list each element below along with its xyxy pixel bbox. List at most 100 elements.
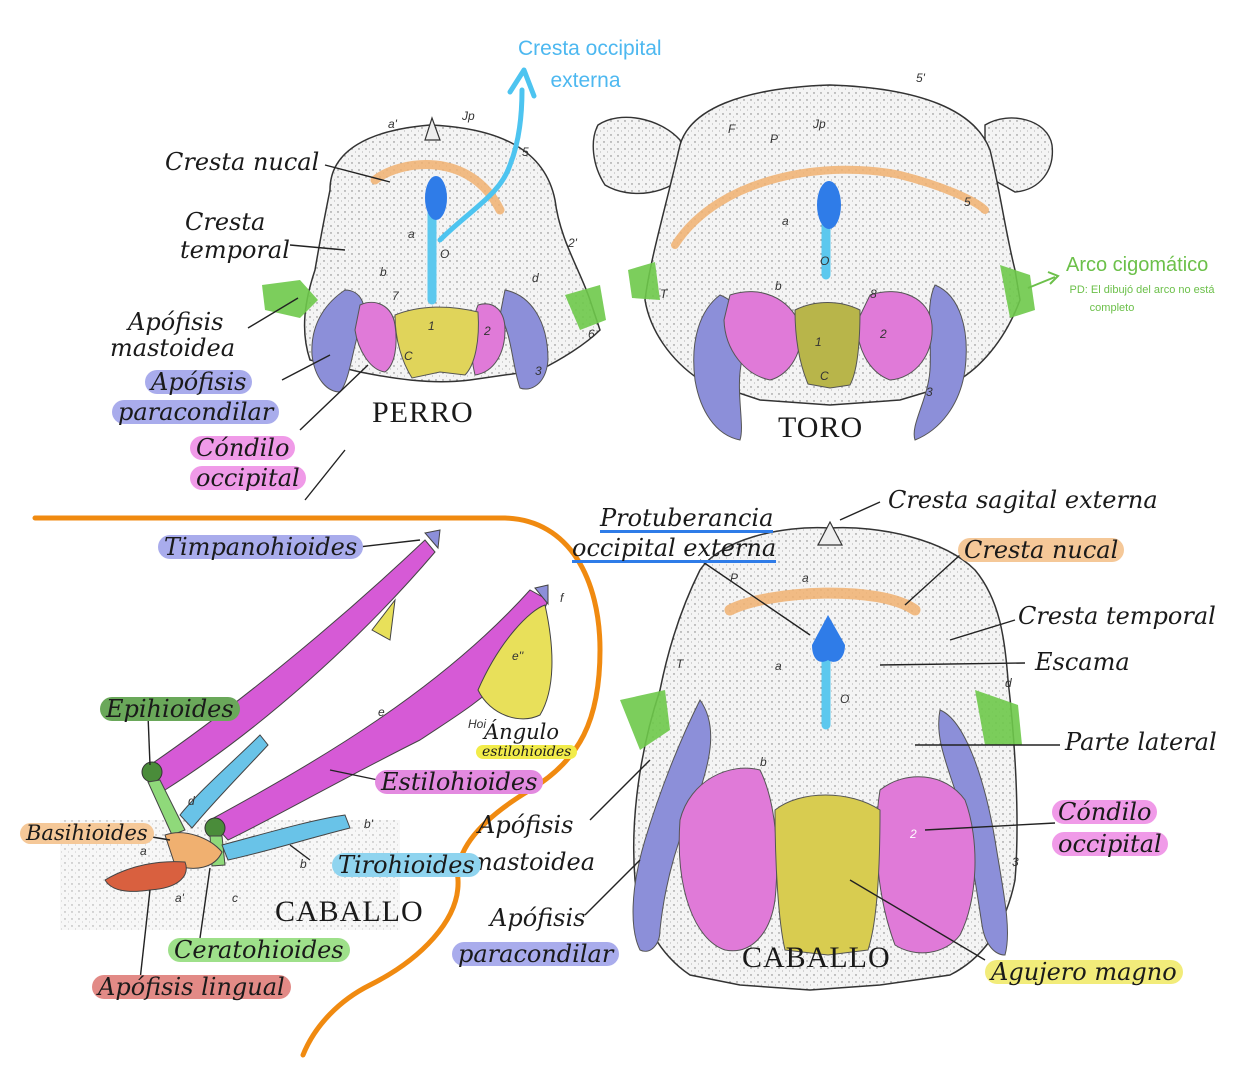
bull-horn-right — [984, 117, 1054, 193]
hyoid-stylo-upper — [149, 539, 436, 791]
horse-label-lateral: Parte lateral — [1065, 728, 1217, 756]
hyoid-letter: e'' — [512, 649, 524, 663]
occipital-crest-arrowhead — [507, 67, 537, 99]
horse-label-nuchal: Cresta nucal — [958, 538, 1125, 562]
hyoid-label-tiro: Tirohioides — [332, 853, 481, 877]
leader-lines — [139, 164, 1060, 981]
hyoid-label-angle-1: Ángulo — [484, 720, 560, 744]
dog-protuberance — [425, 176, 447, 220]
hyoid-tiro-lower — [221, 814, 351, 861]
horse-label-mastoid-2: mastoidea — [470, 848, 596, 876]
hyoid-tympano-tip-upper — [424, 529, 441, 550]
bull-zygomatic-right — [1000, 265, 1035, 318]
horse-label-paracondylar-1: Apófisis — [490, 904, 586, 932]
horse-letter: b — [760, 755, 767, 769]
occipital-crest-note-line1: Cresta occipital — [518, 37, 662, 60]
bull-letter: 1 — [815, 335, 822, 349]
dog-foramen — [394, 306, 479, 379]
horse-nuchal-crest — [724, 587, 921, 616]
hyoid-letter: a — [140, 844, 147, 858]
dog-letter: 6 — [588, 327, 595, 341]
hyoid-letter: Hoi — [468, 717, 487, 731]
dog-letter: C — [404, 349, 413, 363]
bull-zygomatic-left — [628, 262, 660, 300]
horse-condyle-left — [678, 767, 778, 952]
hyoid-tympano-tip-lower — [534, 584, 549, 606]
bull-title: TORO — [778, 411, 864, 444]
dog-title: PERRO — [372, 396, 474, 429]
dog-skull — [262, 116, 606, 393]
horse-label-mastoid-1: Apófisis — [478, 811, 574, 839]
horse-letter: a — [802, 571, 809, 585]
dog-label-mastoid-1: Apófisis — [128, 308, 224, 336]
dog-zygomatic-left — [262, 280, 318, 318]
horse-letter: T — [676, 657, 684, 671]
horse-zygomatic-left — [620, 690, 670, 750]
horse-label-protuberance-2: occipital externa — [572, 534, 777, 563]
dog-label-paracondylar-2: paracondilar — [112, 400, 280, 424]
dog-letter: 7 — [392, 289, 399, 303]
bull-letter: 2 — [880, 327, 887, 341]
bull-nuchal-crest — [671, 165, 989, 249]
horse-foramen — [774, 794, 881, 956]
horse-label-paracondylar-2: paracondilar — [452, 942, 620, 966]
hyoid-label-cerato: Ceratohioides — [168, 938, 350, 962]
dog-letter: 2' — [568, 236, 577, 250]
hyoid-basi — [164, 832, 223, 869]
horse-label-foramen: Agujero magno — [985, 960, 1183, 984]
bull-skull — [592, 84, 1054, 441]
dog-occipital-tip — [424, 116, 441, 141]
horse-label-condyle-1: Cóndilo — [1052, 800, 1158, 824]
dog-letter: 2 — [484, 324, 491, 338]
bull-condyle-right — [857, 291, 933, 381]
bull-letter: a — [782, 214, 789, 228]
hyoid-lingual — [104, 861, 187, 892]
horse-label-protuberance-1: Protuberancia — [600, 504, 774, 533]
horse-letter: O — [840, 692, 850, 706]
hyoid-letter: d — [188, 794, 195, 808]
dog-letter: 3 — [535, 364, 542, 378]
bull-horn-left — [592, 116, 691, 195]
hyoid-epi-upper — [141, 761, 163, 783]
bull-letter: 5' — [916, 71, 925, 85]
dog-letter: 5 — [522, 145, 529, 159]
bull-letter: P — [770, 132, 779, 146]
horse-letter: d — [1005, 676, 1012, 690]
bull-letter: b — [775, 279, 782, 293]
hyoid-cerato-upper — [147, 779, 186, 836]
horse-zygomatic-right — [975, 690, 1022, 745]
horse-letter: 2 — [910, 827, 917, 841]
dog-letter: 1 — [428, 319, 435, 333]
bull-condyle-left — [723, 291, 802, 381]
horse-label-squama: Escama — [1035, 648, 1130, 676]
bull-letter: 5 — [964, 195, 971, 209]
dog-label-nuchal: Cresta nucal — [165, 148, 320, 176]
hyoid-label-lingual: Apófisis lingual — [92, 975, 291, 999]
horse-label-sagittal: Cresta sagital externa — [888, 486, 1158, 514]
horse-skull — [620, 520, 1022, 991]
hyoid-angle-lower — [477, 604, 553, 720]
bull-letter: Jp — [813, 117, 826, 131]
horse-protuberance — [812, 615, 845, 662]
bull-protuberance — [817, 181, 841, 229]
dog-letter: d — [532, 271, 539, 285]
dog-letter: O — [440, 247, 450, 261]
horse-occipital-tip — [817, 520, 843, 546]
dog-nuchal-crest — [370, 160, 505, 215]
horse-skull-title: CABALLO — [742, 941, 891, 974]
occipital-crest-note-line2: externa — [550, 69, 621, 92]
bull-letter: C — [820, 369, 829, 383]
dog-paracondylar-right — [499, 289, 549, 390]
horse-label-condyle-2: occipital — [1052, 832, 1168, 856]
bull-letter: F — [728, 122, 736, 136]
hyoid-letter: e — [378, 705, 385, 719]
dog-letter: a' — [388, 117, 397, 131]
dog-zygomatic-right — [565, 285, 606, 330]
bull-letter: O — [820, 254, 830, 268]
dog-label-mastoid-2: mastoidea — [110, 334, 236, 362]
zygomatic-arrow — [1027, 276, 1056, 289]
dog-letter: b — [380, 265, 387, 279]
hyoid-epi-lower — [204, 817, 226, 839]
hyoid-tiro-upper — [179, 734, 269, 829]
